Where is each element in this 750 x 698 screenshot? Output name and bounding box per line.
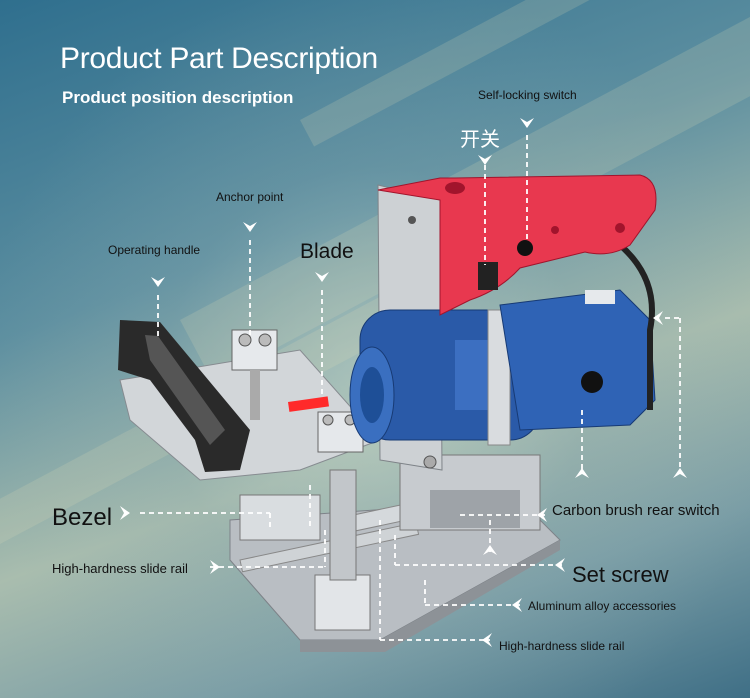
- side-block: [239, 494, 321, 541]
- trigger-lock: [478, 262, 498, 290]
- label-self-locking-switch: Self-locking switch: [478, 88, 577, 102]
- chevron-left-icon: [512, 598, 522, 612]
- anchor-knob: [258, 333, 272, 347]
- label-slide-rail-bottom: High-hardness slide rail: [499, 639, 625, 653]
- label-slide-rail-left: High-hardness slide rail: [52, 561, 188, 576]
- red-handle: [377, 174, 657, 316]
- label-aluminum-alloy-accessories: Aluminum alloy accessories: [528, 599, 677, 613]
- label-carbon-brush-rear-switch: Carbon brush rear switch: [552, 502, 720, 519]
- chevron-left-icon: [555, 558, 565, 572]
- page-subtitle: Product position description: [62, 88, 294, 107]
- label-anchor-point: Anchor point: [216, 190, 284, 204]
- base-plate-edge: [300, 540, 560, 652]
- self-locking-switch-button: [517, 240, 533, 256]
- chevron-down-icon: [315, 272, 329, 282]
- chevron-right-icon: [210, 560, 220, 574]
- operating-handle-inner: [145, 335, 225, 445]
- power-cable: [618, 242, 655, 410]
- chevron-left-icon: [537, 508, 547, 522]
- anchor-post: [250, 370, 260, 420]
- chevron-down-icon: [151, 277, 165, 287]
- chevron-down-icon: [520, 118, 534, 128]
- label-set-screw: Set screw: [572, 562, 669, 587]
- carriage-inner: [430, 490, 520, 528]
- chevron-up-icon: [575, 468, 589, 478]
- page-title: Product Part Description: [60, 42, 378, 75]
- front-block: [314, 574, 371, 631]
- motor-ring: [487, 309, 511, 446]
- motor-rear: [499, 289, 656, 431]
- chevron-left-icon: [653, 311, 663, 325]
- label-bezel: Bezel: [52, 504, 113, 531]
- label-blade: Blade: [300, 240, 354, 263]
- chevron-left-icon: [482, 633, 492, 647]
- chevron-down-icon: [478, 155, 492, 165]
- blade: [287, 396, 330, 412]
- carbon-brush-cap: [581, 371, 603, 393]
- chevron-up-icon: [483, 545, 497, 555]
- label-switch-cn: 开关: [460, 127, 500, 151]
- anchor-knob: [238, 333, 252, 347]
- chevron-right-icon: [120, 506, 130, 520]
- label-operating-handle: Operating handle: [108, 243, 201, 257]
- chevron-up-icon: [673, 468, 687, 478]
- column: [329, 469, 357, 581]
- chevron-down-icon: [243, 222, 257, 232]
